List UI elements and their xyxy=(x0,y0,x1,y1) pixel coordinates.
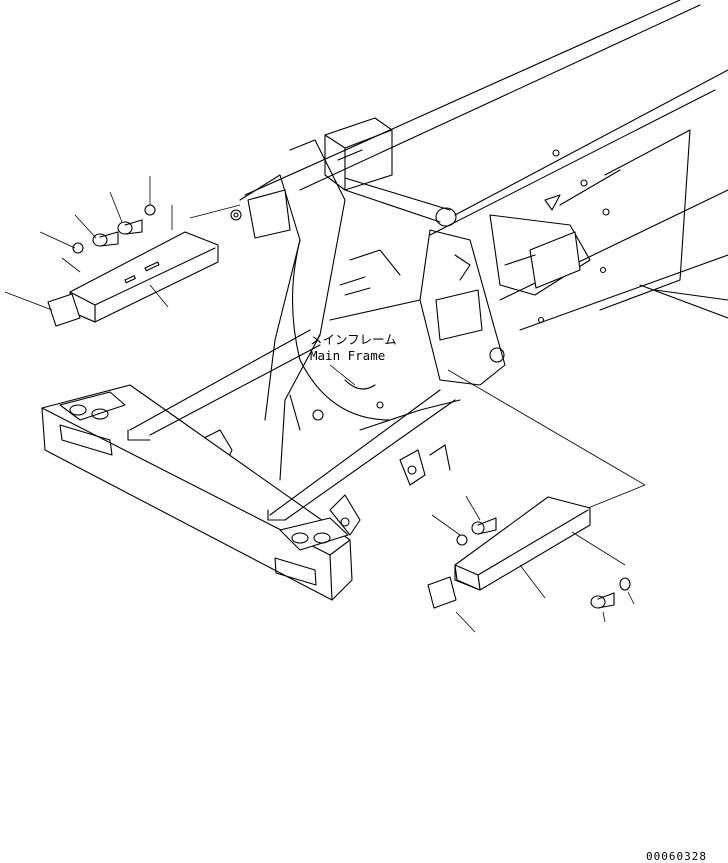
left-bolt-2 xyxy=(117,219,143,235)
left-bolt-1 xyxy=(92,231,119,247)
main-frame xyxy=(41,0,728,601)
right-washer-1 xyxy=(456,534,468,546)
left-step-assembly xyxy=(4,176,241,327)
frame-leader-line xyxy=(329,364,356,386)
right-step-assembly xyxy=(427,369,646,633)
right-washer-2 xyxy=(619,577,631,591)
right-bolt-1 xyxy=(471,517,497,535)
right-bolt-2 xyxy=(590,592,615,609)
right-cover-plate xyxy=(427,576,457,609)
frame-label-jp: メインフレーム xyxy=(310,332,397,347)
left-washer-1 xyxy=(72,242,84,254)
left-cover-plate xyxy=(47,293,81,327)
frame-label-en: Main Frame xyxy=(310,348,385,363)
left-washer-2 xyxy=(144,204,156,216)
right-step-bracket xyxy=(454,496,591,591)
drawing-code: 00060328 xyxy=(646,850,707,863)
